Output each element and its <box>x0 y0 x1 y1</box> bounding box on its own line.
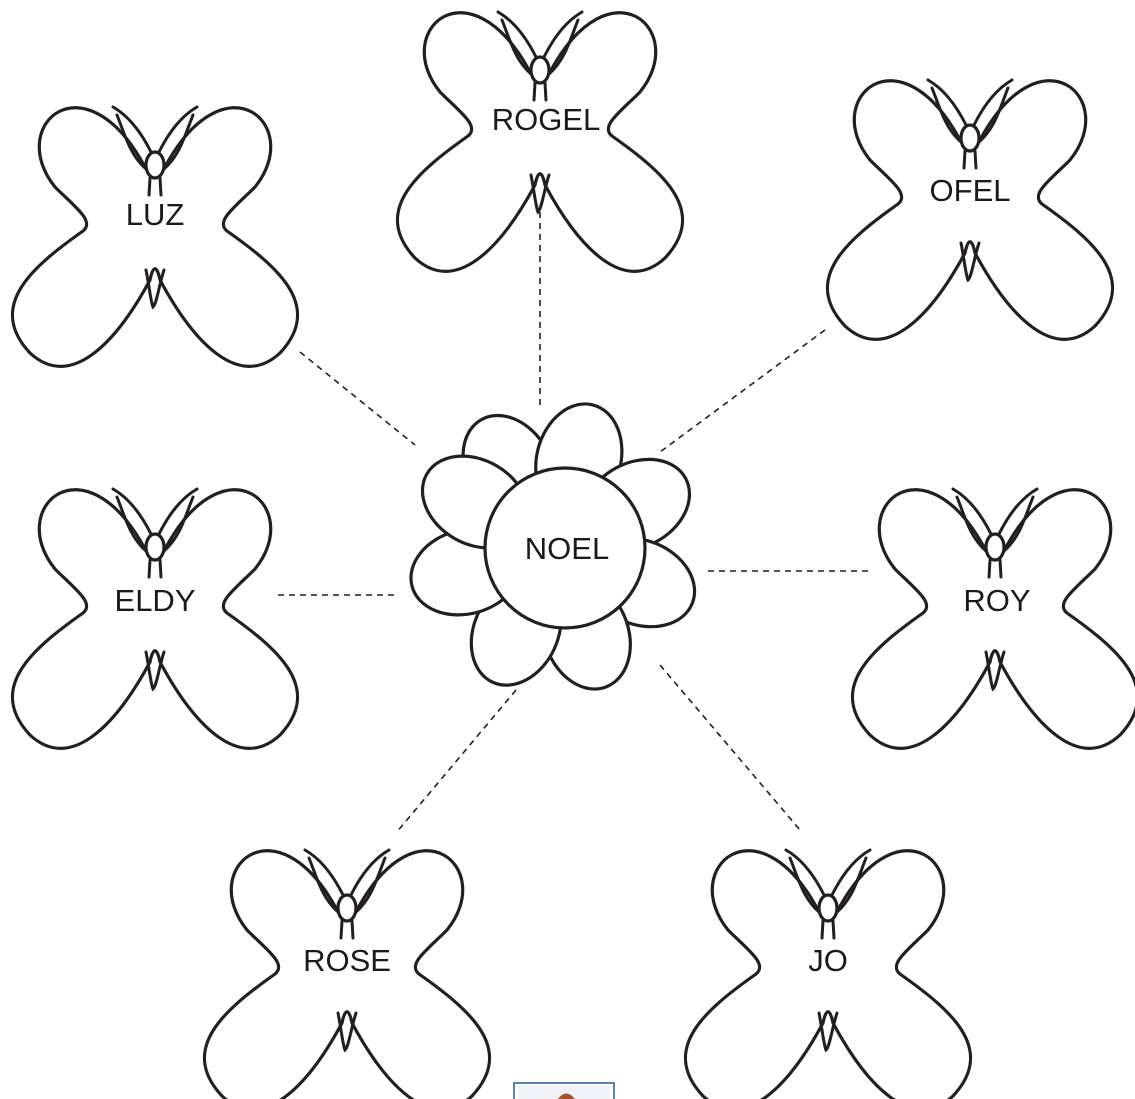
butterfly-rose-label: ROSE <box>303 943 391 978</box>
butterfly-luz-label: LUZ <box>126 197 185 232</box>
butterfly-roy: ROY <box>850 487 1135 750</box>
butterfly-eldy-shape <box>10 487 300 750</box>
butterfly-eldy: ELDY <box>10 487 300 750</box>
center-label: NOEL <box>525 531 609 566</box>
connector-lines <box>278 212 868 834</box>
connector-luz <box>299 351 416 446</box>
image-thumbnail-icon <box>513 1082 615 1099</box>
butterfly-jo-label: JO <box>808 943 848 978</box>
connector-rose <box>395 689 517 834</box>
butterfly-ofel-label: OFEL <box>930 173 1011 208</box>
butterfly-rose: ROSE <box>202 848 492 1099</box>
butterfly-rogel-shape <box>395 10 685 273</box>
butterfly-eldy-label: ELDY <box>115 583 196 618</box>
center-flower: NOEL <box>399 392 710 704</box>
connector-ofel <box>659 329 826 453</box>
flower-center-disc <box>483 466 647 630</box>
butterfly-rogel-label: ROGEL <box>492 102 601 137</box>
butterfly-luz: LUZ <box>10 105 300 368</box>
butterfly-rogel: ROGEL <box>395 10 685 273</box>
butterfly-luz-shape <box>10 105 300 368</box>
butterfly-jo: JO <box>683 848 973 1099</box>
butterfly-ofel: OFEL <box>825 78 1115 341</box>
connector-jo <box>659 664 801 831</box>
butterfly-roy-label: ROY <box>963 583 1030 618</box>
butterfly-roy-shape <box>850 487 1135 750</box>
butterfly-ofel-shape <box>825 78 1115 341</box>
